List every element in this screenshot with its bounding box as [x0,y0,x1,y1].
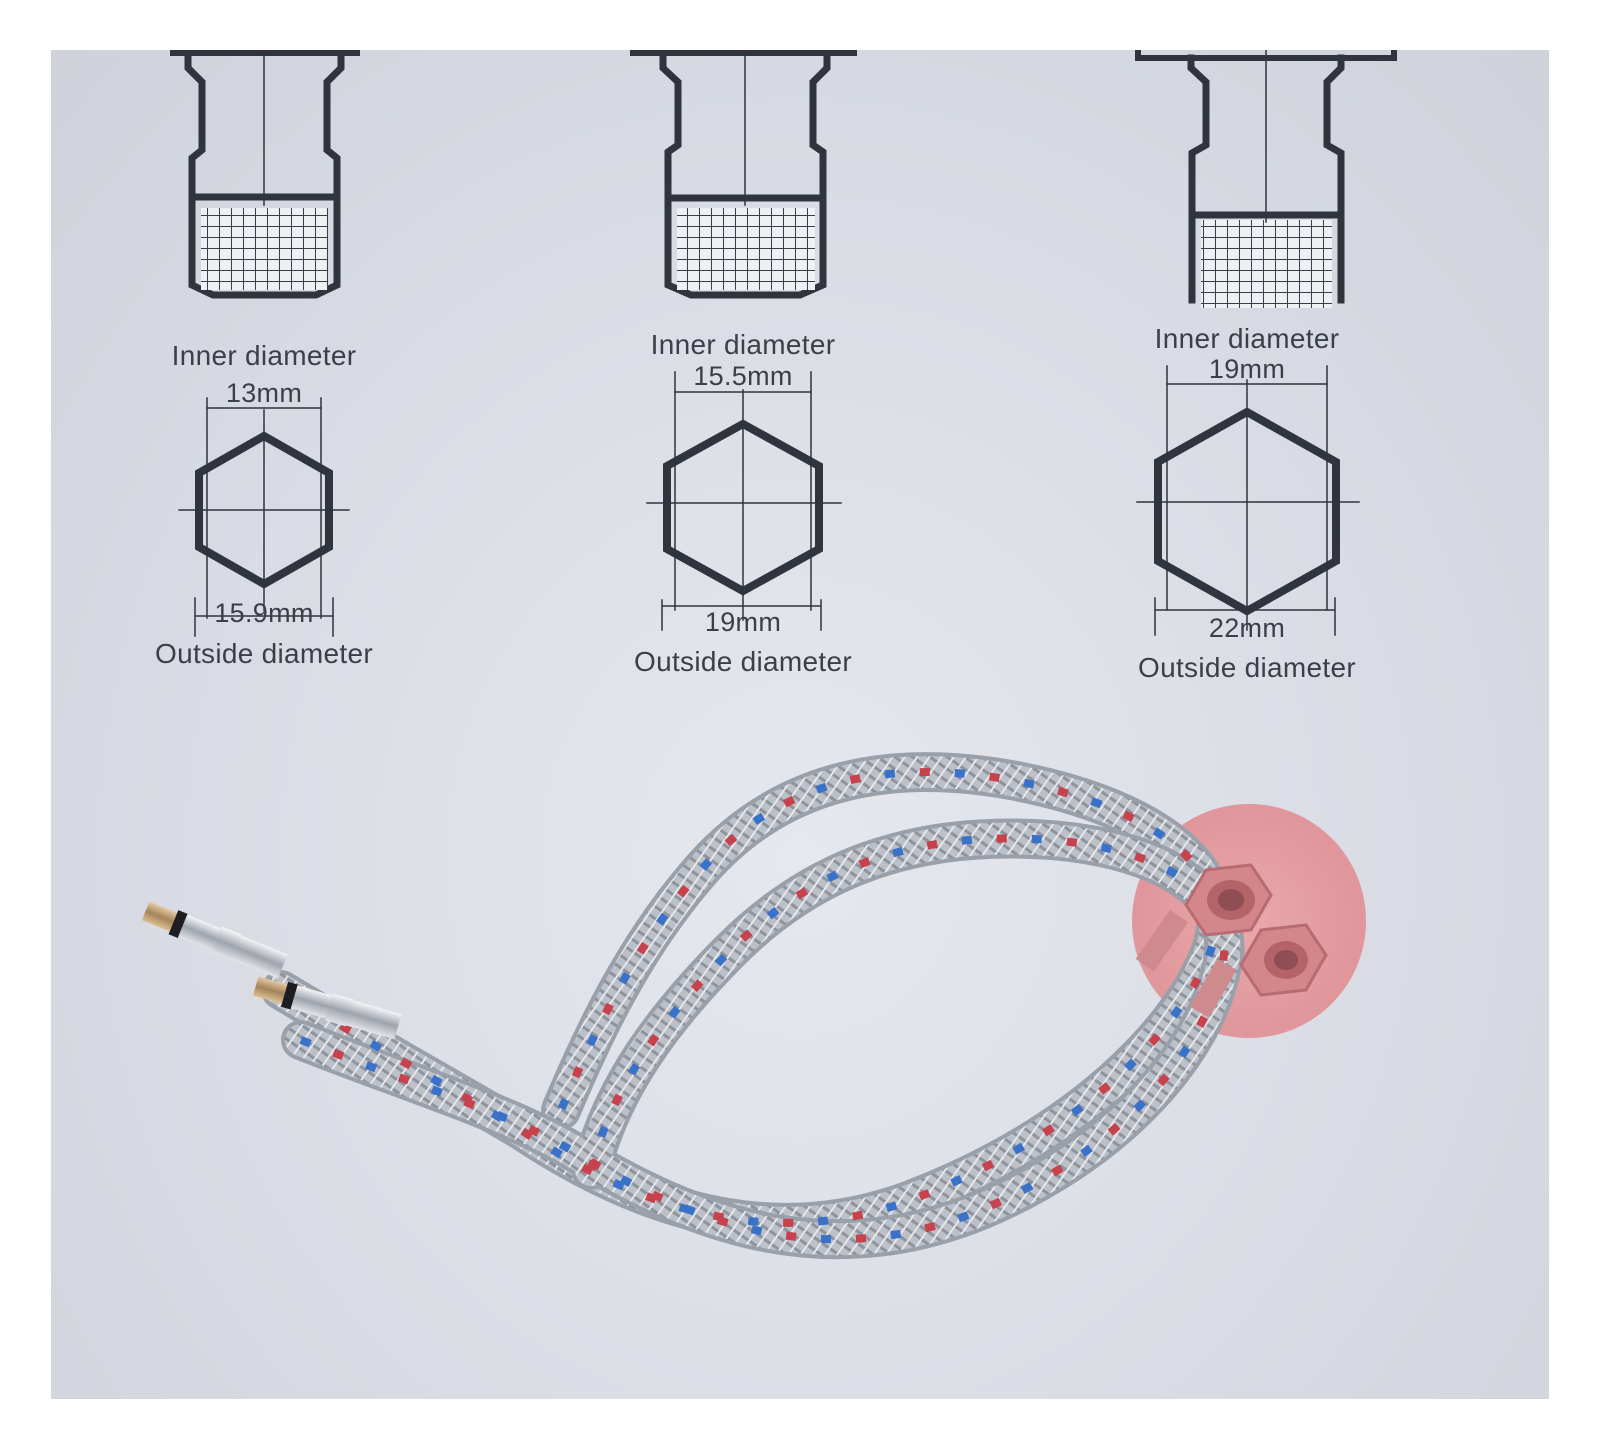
outside-diameter-label-1: Outside diameter [154,638,374,669]
braided-hose-icon [141,752,1366,1260]
inner-diameter-value-2: 15.5mm [693,361,793,391]
fitting-drawing-1 [170,50,360,637]
inner-diameter-value-3: 19mm [1208,354,1286,384]
fitting-drawing-2 [630,50,857,631]
outside-diameter-value-2: 19mm [704,607,782,637]
inner-diameter-value-1: 13mm [225,378,303,408]
fitting-drawing-3 [1135,50,1397,636]
inner-diameter-label-3: Inner diameter [1154,323,1340,354]
diagram [141,50,1397,1260]
product-canvas: Inner diameter 13mm 15.9mm Outside diame… [51,50,1549,1399]
inner-diameter-label-2: Inner diameter [650,329,836,360]
inner-diameter-label-1: Inner diameter [171,340,357,371]
outside-diameter-value-3: 22mm [1208,613,1286,643]
outside-diameter-label-2: Outside diameter [633,646,853,677]
outside-diameter-label-3: Outside diameter [1137,652,1357,683]
outside-diameter-value-1: 15.9mm [214,598,314,628]
